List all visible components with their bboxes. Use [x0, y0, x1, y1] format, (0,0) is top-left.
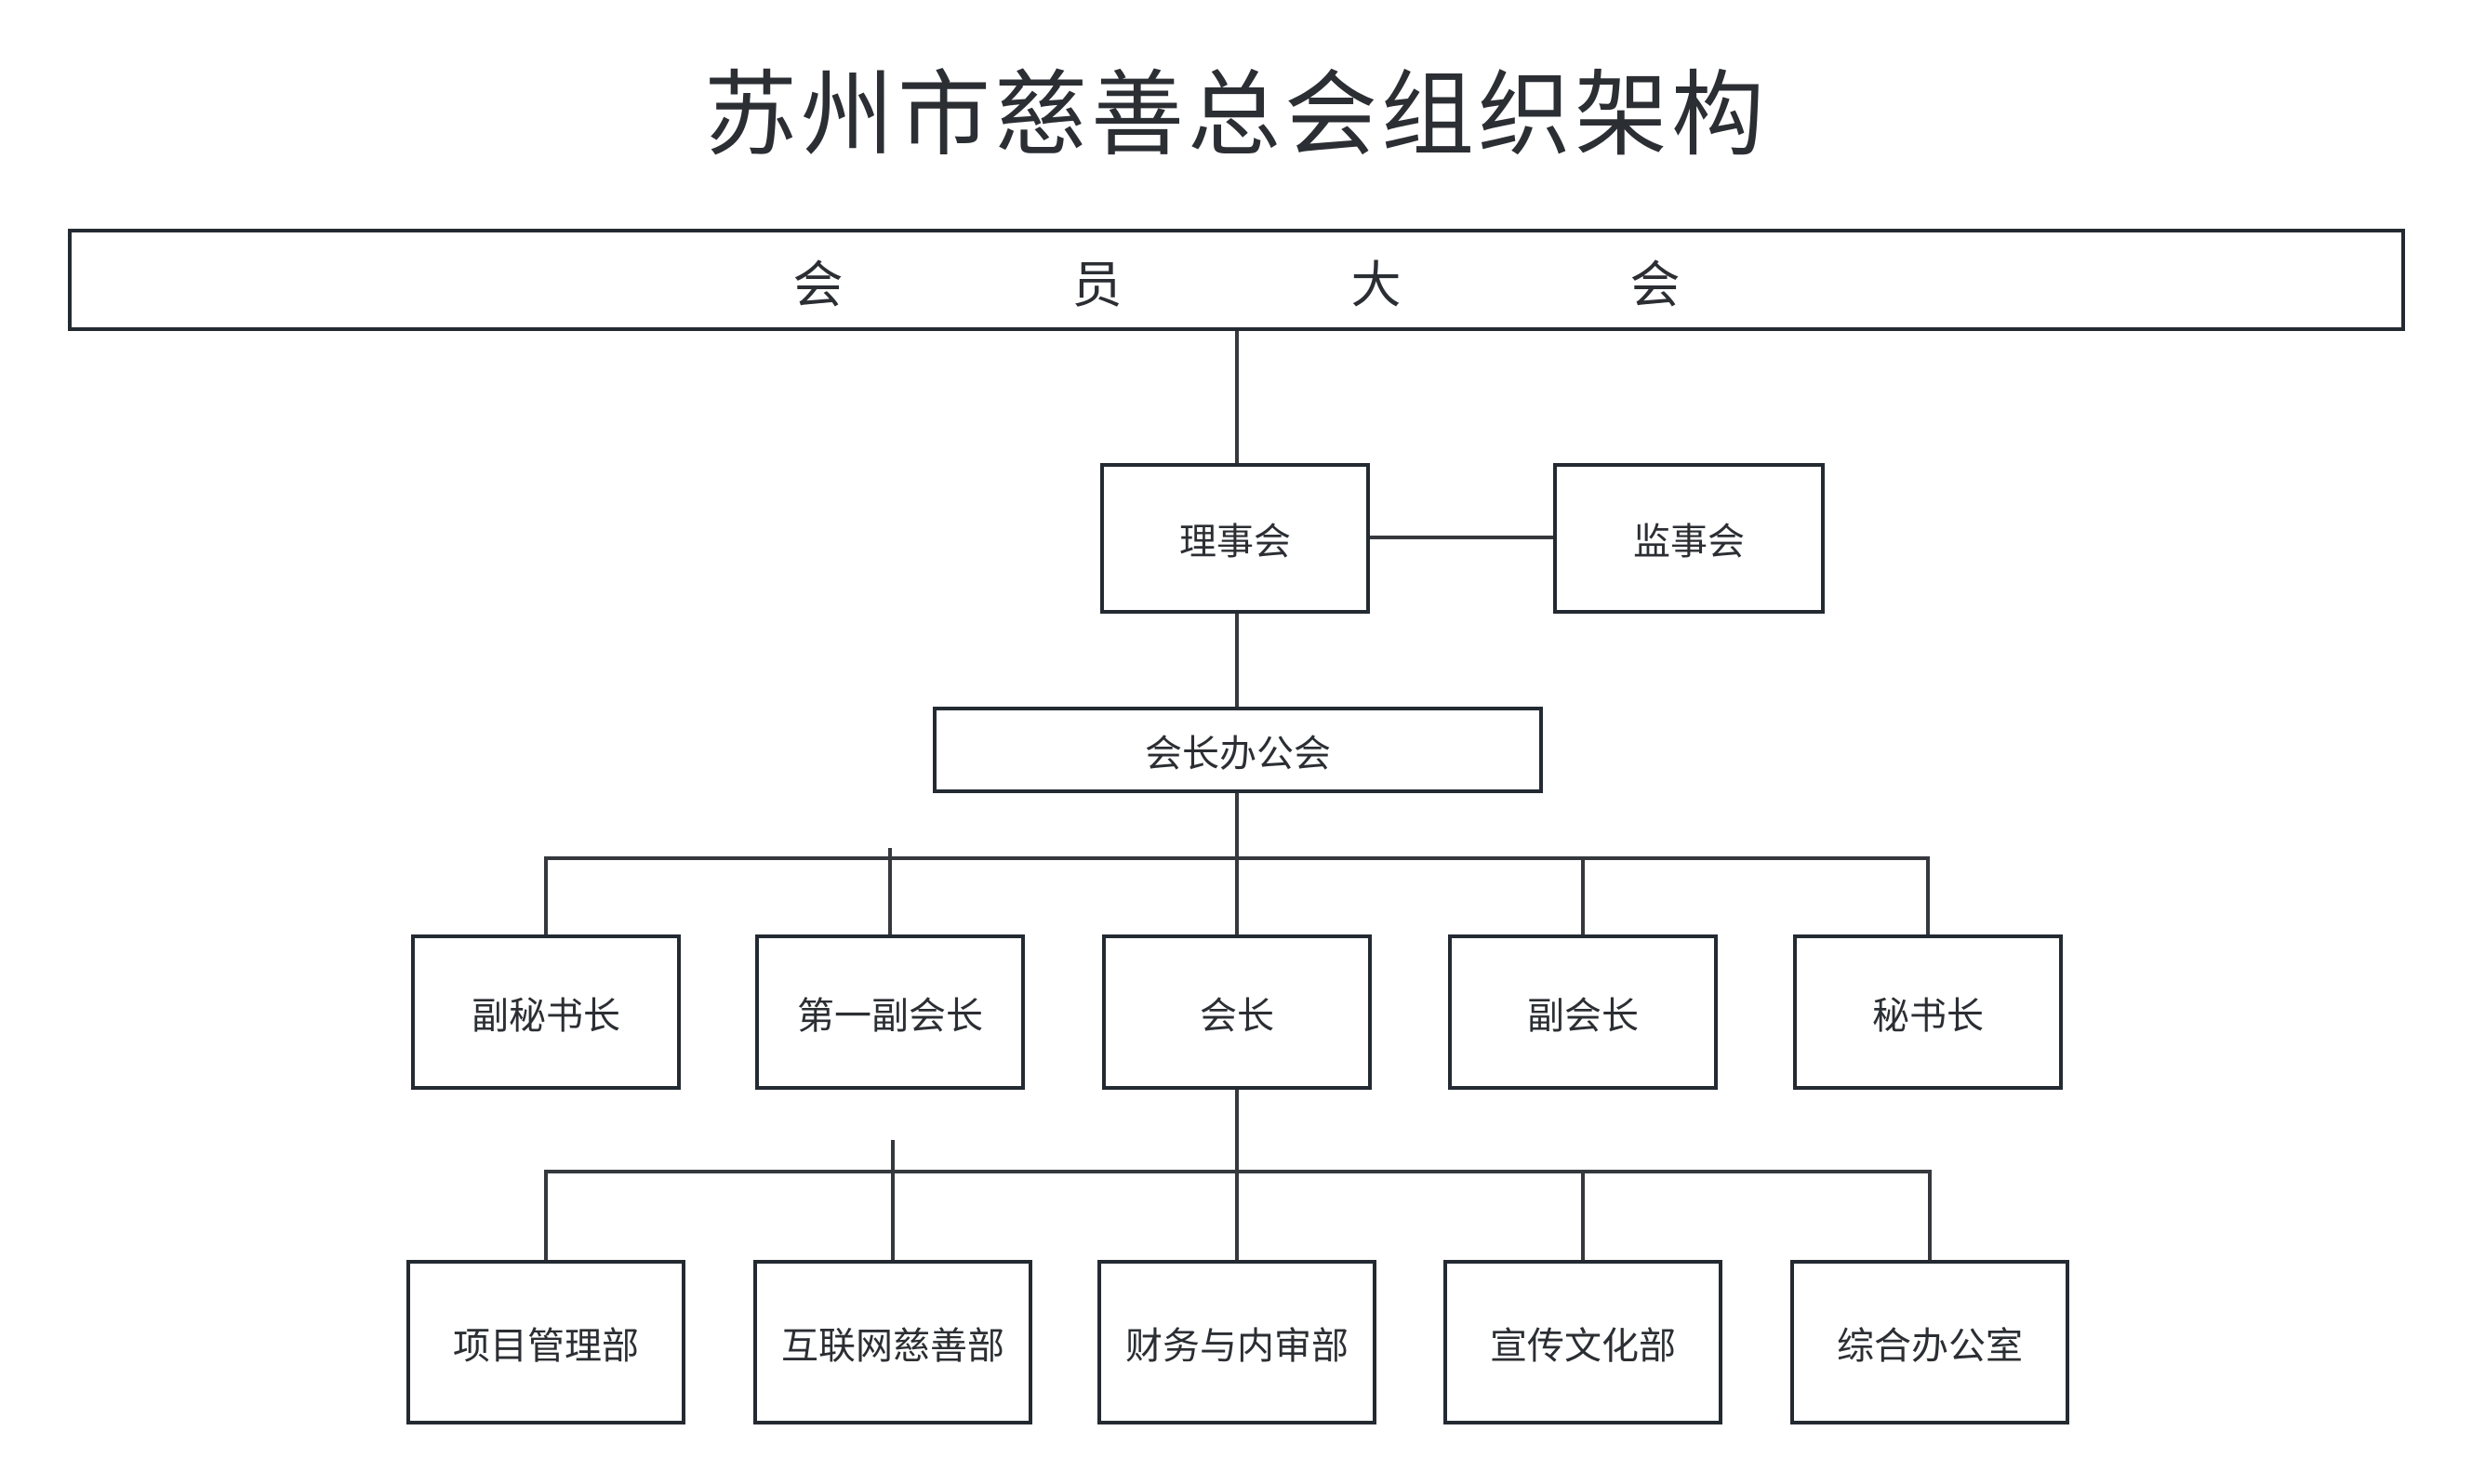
node-board-of-directors: 理事会 [1100, 463, 1370, 614]
node-internet-charity-dept: 互联网慈善部 [753, 1260, 1032, 1424]
node-president: 会长 [1102, 934, 1372, 1090]
connector-exec-drop-3 [1235, 856, 1239, 934]
node-first-vice-president: 第一副会长 [755, 934, 1025, 1090]
node-deputy-secretary-general: 副秘书长 [411, 934, 681, 1090]
connector-exec-bus-stub [888, 848, 892, 856]
connector-dept-drop-2 [891, 1170, 895, 1260]
connector-board-to-office [1235, 614, 1239, 707]
connector-exec-drop-1 [544, 856, 548, 934]
connector-exec-drop-4 [1581, 856, 1585, 934]
connector-exec-drop-2 [888, 856, 892, 934]
node-general-office: 综合办公室 [1790, 1260, 2069, 1424]
connector-board-to-supervisory [1370, 536, 1553, 539]
connector-office-to-exec-bus [1235, 793, 1239, 858]
connector-dept-drop-3 [1235, 1170, 1239, 1260]
connector-exec-drop-5 [1926, 856, 1930, 934]
page-title: 苏州市慈善总会组织架构 [704, 63, 1768, 167]
node-publicity-culture-dept: 宣传文化部 [1443, 1260, 1722, 1424]
node-members-congress: 会员大会 [68, 229, 2405, 331]
connector-dept-drop-4 [1581, 1170, 1585, 1260]
connector-president-to-dept-bus [1235, 1090, 1239, 1172]
node-project-management-dept: 项目管理部 [406, 1260, 685, 1424]
node-vice-president: 副会长 [1448, 934, 1718, 1090]
node-presidents-office-meeting: 会长办公会 [933, 707, 1543, 793]
node-secretary-general: 秘书长 [1793, 934, 2063, 1090]
connector-dept-drop-5 [1928, 1170, 1932, 1260]
node-board-of-supervisors: 监事会 [1553, 463, 1825, 614]
connector-members-to-board [1235, 330, 1239, 463]
node-finance-internal-audit-dept: 财务与内审部 [1097, 1260, 1376, 1424]
connector-dept-drop-1 [544, 1170, 548, 1260]
connector-dept-bus-stub [891, 1140, 895, 1170]
